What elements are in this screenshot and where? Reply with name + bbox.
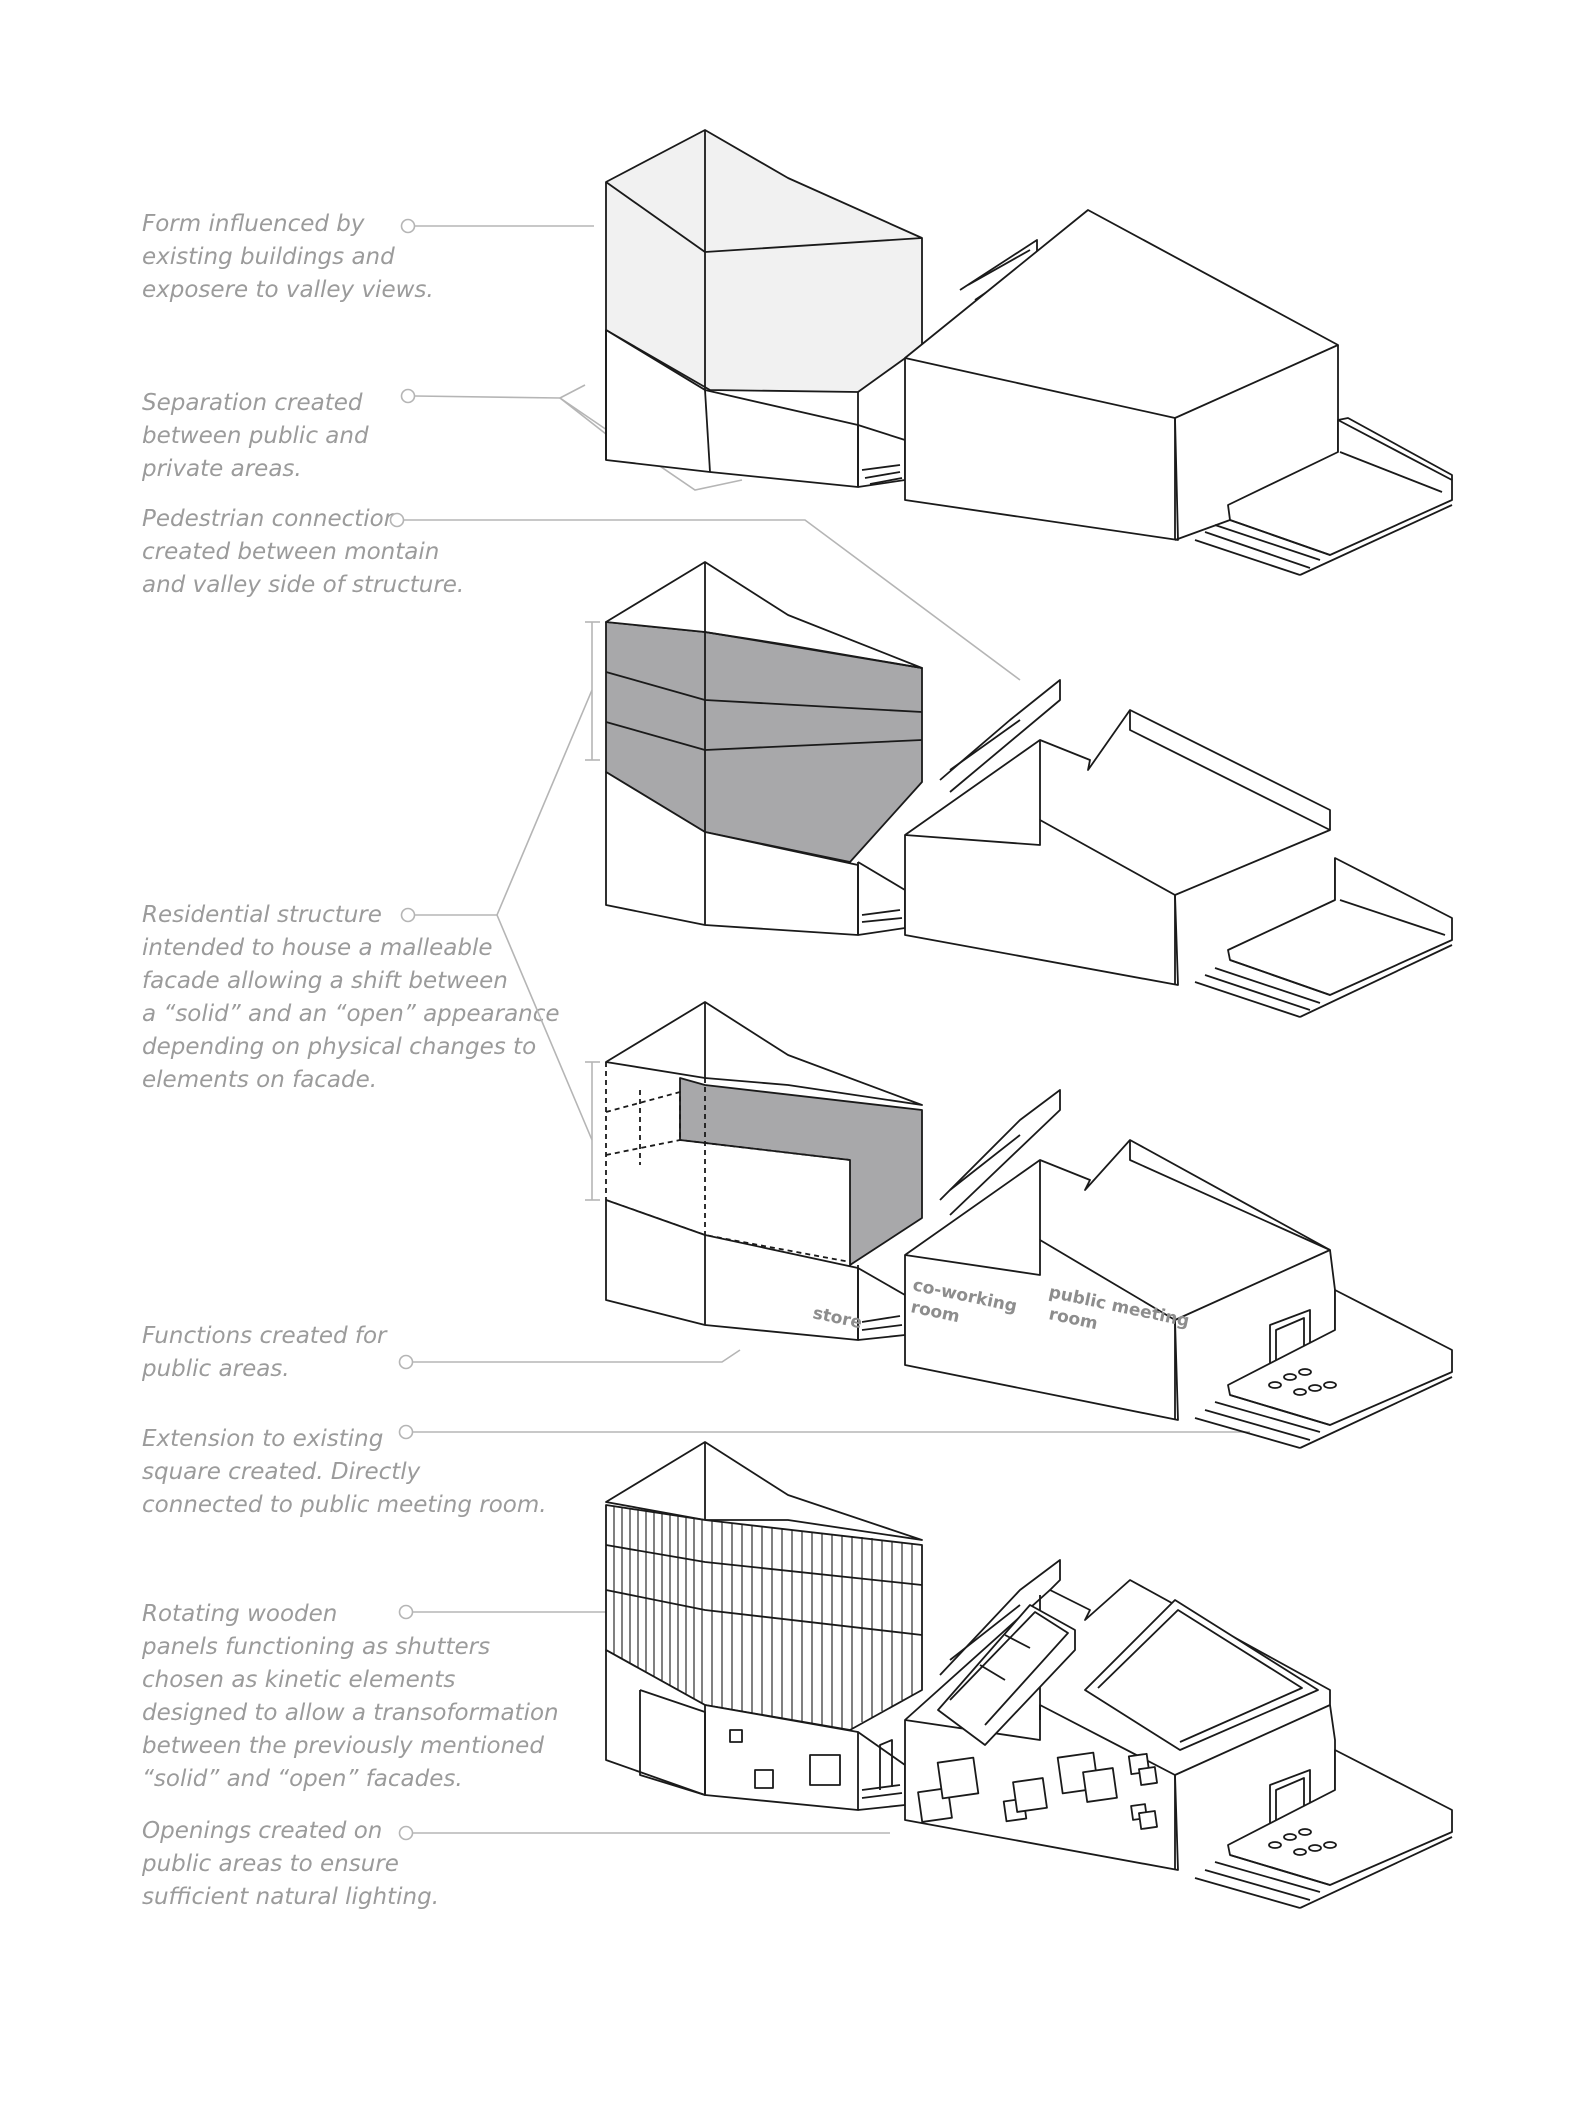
annotation-line: facade allowing a shift between	[142, 968, 508, 994]
annotation-line: panels functioning as shutters	[142, 1634, 491, 1660]
annotation-line: and valley side of structure.	[142, 572, 465, 598]
annotation-line: existing buildings and	[142, 244, 395, 270]
annotation-residential: Residential structure intended to house …	[142, 899, 560, 1097]
annotation-line: sufficient natural lighting.	[142, 1884, 440, 1910]
leader-residential	[400, 621, 600, 1201]
annotation-line: exposere to valley views.	[142, 277, 434, 303]
leader-pedestrian	[389, 512, 1021, 681]
annotation-line: chosen as kinetic elements	[142, 1667, 456, 1693]
annotation-line: Functions created for	[142, 1323, 387, 1349]
annotation-extension: Extension to existing square created. Di…	[142, 1423, 547, 1522]
annotation-line: created between montain	[142, 539, 440, 565]
annotation-line: Rotating wooden	[142, 1601, 338, 1627]
annotation-line: public areas.	[142, 1356, 290, 1382]
annotation-line: depending on physical changes to	[142, 1034, 537, 1060]
diagram-residential-open: store co-working room public meeting roo…	[605, 1001, 1453, 1449]
annotation-line: a “solid” and an “open” appearance	[142, 1001, 560, 1027]
diagram-residential-solid	[605, 561, 1453, 1018]
annotation-openings: Openings created on public areas to ensu…	[142, 1815, 439, 1914]
leader-lines	[389, 218, 1250, 1841]
annotation-line: public areas to ensure	[142, 1851, 399, 1877]
annotation-form: Form influenced by existing buildings an…	[142, 208, 434, 307]
annotation-line: “solid” and “open” facades.	[142, 1766, 463, 1792]
annotation-line: Residential structure	[142, 902, 382, 928]
leader-panels	[398, 1604, 606, 1620]
diagram-final-facade	[605, 1441, 1453, 1909]
annotation-line: Openings created on	[142, 1818, 383, 1844]
diagram-massing	[605, 129, 1453, 576]
leader-extension	[398, 1424, 1250, 1440]
annotation-line: square created. Directly	[142, 1459, 421, 1485]
annotation-line: designed to allow a transoformation	[142, 1700, 559, 1726]
annotation-line: Pedestrian connection	[142, 506, 399, 532]
annotation-separation: Separation created between public and pr…	[142, 387, 369, 486]
annotation-line: between public and	[142, 423, 369, 449]
annotation-line: Extension to existing	[142, 1426, 384, 1452]
leader-form	[400, 218, 594, 234]
annotation-pedestrian: Pedestrian connection created between mo…	[142, 503, 464, 602]
annotation-functions: Functions created for public areas.	[142, 1320, 387, 1386]
leader-functions	[398, 1349, 741, 1370]
annotation-line: intended to house a malleable	[142, 935, 493, 961]
leader-openings	[398, 1825, 890, 1841]
annotation-panels: Rotating wooden panels functioning as sh…	[142, 1598, 559, 1796]
annotation-line: Form influenced by	[142, 211, 365, 237]
annotation-line: connected to public meeting room.	[142, 1492, 547, 1518]
annotation-line: Separation created	[142, 390, 363, 416]
annotation-line: private areas.	[142, 456, 302, 482]
annotation-line: between the previously mentioned	[142, 1733, 544, 1759]
annotation-line: elements on facade.	[142, 1067, 378, 1093]
